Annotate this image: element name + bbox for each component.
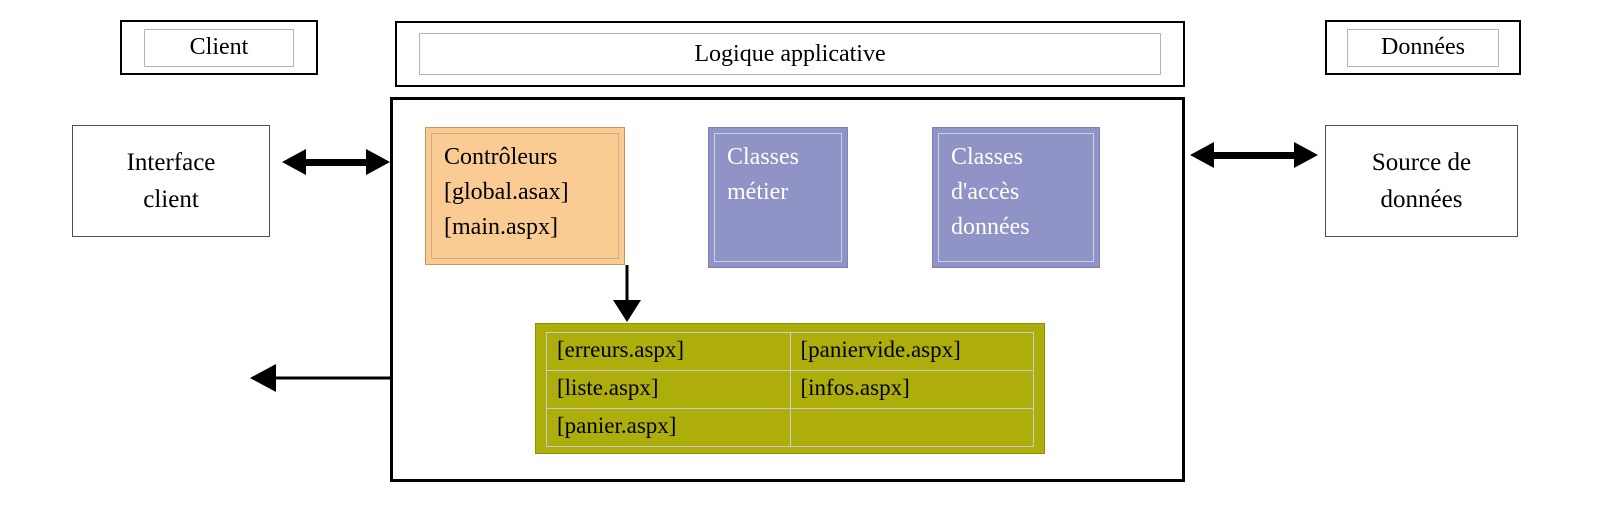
logic-header-label: Logique applicative [694,40,886,67]
client-header-frame: Client [144,28,294,67]
pages-cell: [panier.aspx] [547,409,791,447]
data-header-label: Données [1381,34,1465,60]
arrow-logic-data [1190,142,1318,168]
controllers-line3: [main.aspx] [444,214,558,240]
arrow-logic-out-left [250,364,390,392]
data-header: Données [1325,20,1521,75]
source-donnees-box: Source de données [1325,125,1518,237]
interface-client-line2: client [143,186,199,213]
interface-client-box: Interface client [72,125,270,237]
data-access-box: Classes d'accès données [932,127,1100,268]
pages-cell: [erreurs.aspx] [547,333,791,371]
pages-cell: [paniervide.aspx] [790,333,1034,371]
pages-cell [790,409,1034,447]
controllers-line2: [global.asax] [444,179,569,205]
source-donnees-line1: Source de [1371,149,1472,176]
data-access-line1: Classes [951,144,1023,170]
business-classes-line2: métier [727,179,789,205]
business-classes-line1: Classes [727,144,799,170]
logic-header-frame: Logique applicative [419,33,1161,75]
arrow-client-logic [282,149,390,175]
interface-client-line1: Interface [126,149,216,176]
data-access-line3: données [951,214,1030,240]
pages-grid: [erreurs.aspx] [paniervide.aspx] [liste.… [546,332,1034,447]
source-donnees-line2: données [1380,186,1463,213]
logic-header: Logique applicative [395,21,1185,87]
data-access-line2: d'accès [951,179,1020,205]
pages-cell: [liste.aspx] [547,371,791,409]
business-classes-box: Classes métier [708,127,848,268]
data-header-frame: Données [1347,28,1499,67]
controllers-line1: Contrôleurs [444,144,558,170]
pages-table: [erreurs.aspx] [paniervide.aspx] [liste.… [535,323,1045,454]
client-header-label: Client [189,34,249,60]
pages-cell: [infos.aspx] [790,371,1034,409]
controllers-box: Contrôleurs [global.asax] [main.aspx] [425,127,625,265]
client-header: Client [120,20,318,75]
